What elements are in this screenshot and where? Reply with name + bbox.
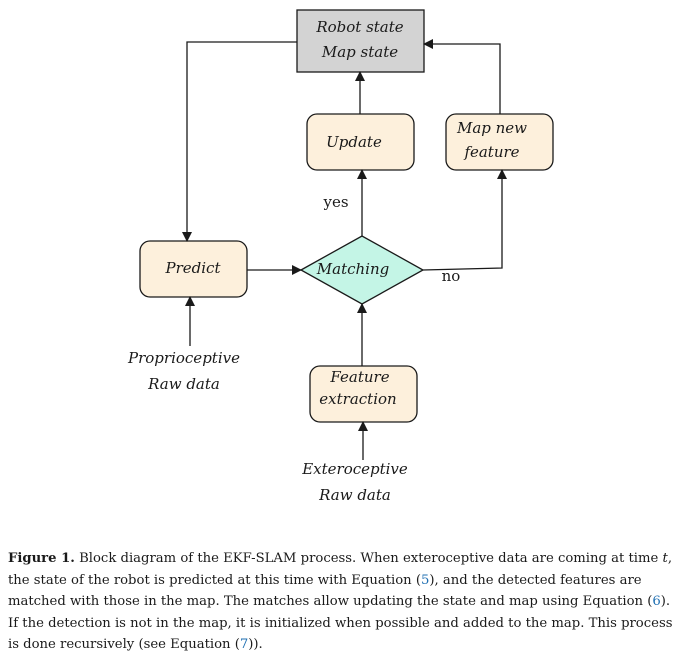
arrow-matching-to-mapnew	[422, 169, 507, 271]
state-node: Robot state Map state	[296, 9, 425, 73]
caption-text-2: , the state of the robot is predicted at…	[8, 551, 673, 588]
proprioceptive-line2: Raw data	[147, 375, 220, 393]
proprioceptive-line1: Proprioceptive	[127, 349, 240, 367]
proprioceptive-input: Proprioceptive Raw data	[127, 349, 240, 393]
map-new-feature-node: Map new feature	[445, 113, 554, 171]
map-new-feature-line2: feature	[463, 143, 519, 161]
exteroceptive-line1: Exteroceptive	[301, 460, 408, 478]
feature-extraction-line2: extraction	[319, 390, 396, 408]
edge-label-yes: yes	[322, 193, 348, 211]
exteroceptive-line2: Raw data	[318, 486, 391, 504]
state-node-line2: Map state	[321, 43, 398, 61]
map-new-feature-line1: Map new	[456, 119, 527, 137]
caption-text-4: ). If the detection is not in the map, i…	[8, 594, 673, 652]
arrow-mapnew-to-state	[423, 39, 501, 114]
edge-label-no: no	[442, 267, 461, 285]
caption-label: Figure 1.	[8, 551, 75, 566]
update-node-label: Update	[326, 133, 382, 151]
feature-extraction-line1: Feature	[329, 368, 389, 386]
arrow-state-to-predict	[182, 41, 297, 242]
exteroceptive-input: Exteroceptive Raw data	[301, 460, 408, 504]
feature-extraction-node: Feature extraction	[309, 365, 418, 423]
caption-text-3: ), and the detected features are matched…	[8, 572, 653, 610]
predict-node-label: Predict	[165, 259, 222, 277]
update-node: Update	[306, 113, 415, 171]
state-node-line1: Robot state	[315, 18, 403, 36]
equation-link-7[interactable]: 7	[239, 637, 249, 652]
equation-link-6[interactable]: 6	[652, 594, 661, 609]
caption-var-t: t	[662, 551, 668, 566]
matching-node-label: Matching	[316, 260, 389, 278]
ekf-slam-diagram: Robot state Map state Update Map new fea…	[127, 9, 554, 504]
predict-node: Predict	[139, 240, 248, 298]
matching-node: Matching	[299, 235, 425, 305]
figure-caption: Figure 1. Block diagram of the EKF-SLAM …	[8, 548, 676, 656]
caption-text-1: Block diagram of the EKF-SLAM process. W…	[74, 551, 663, 566]
caption-text-5: )).	[248, 637, 263, 652]
equation-link-5[interactable]: 5	[421, 572, 430, 588]
